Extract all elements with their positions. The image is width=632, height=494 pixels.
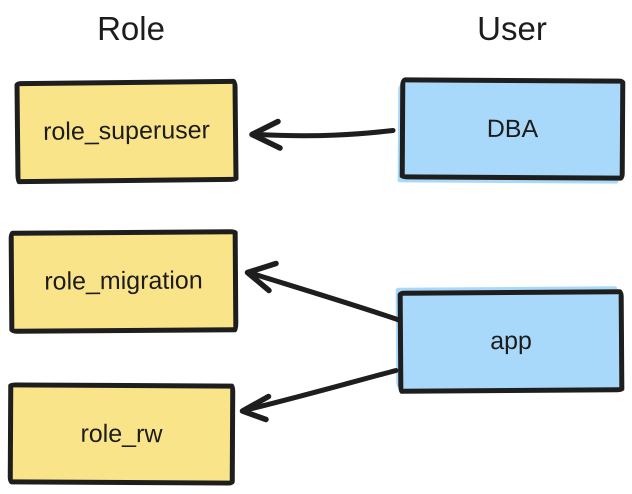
node-role-rw: role_rw [7, 382, 236, 486]
column-header-user: User [477, 10, 547, 47]
arrow-app-to-role-migration [244, 260, 402, 323]
arrow-dba-to-role-superuser [249, 118, 396, 151]
node-role-superuser: role_superuser [14, 78, 239, 185]
node-label: role_superuser [42, 116, 211, 146]
node-user-dba: DBA [399, 77, 626, 181]
node-user-app: app [397, 289, 625, 394]
arrow-app-to-role-rw [239, 368, 399, 423]
node-label: role_rw [80, 419, 163, 448]
node-label: app [490, 326, 532, 356]
node-label: role_migration [44, 266, 203, 296]
node-role-migration: role_migration [8, 229, 239, 334]
node-label: DBA [486, 114, 539, 143]
column-header-role: Role [97, 10, 165, 47]
